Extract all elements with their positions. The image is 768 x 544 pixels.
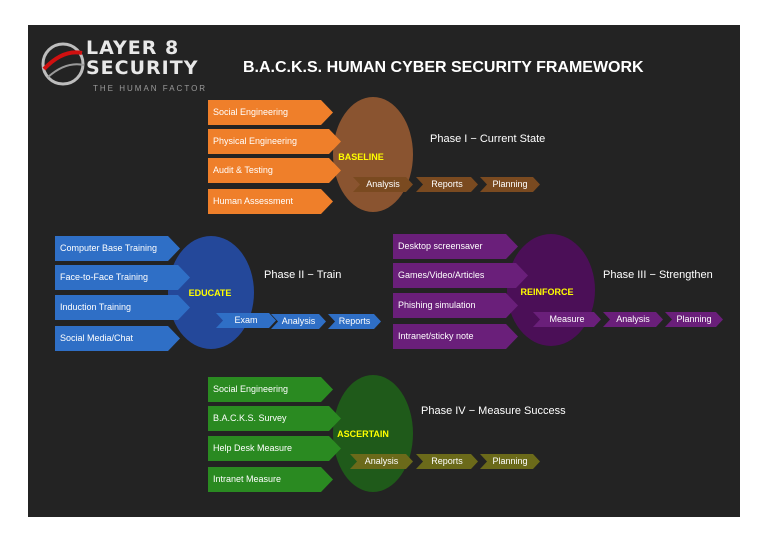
logo-mark-icon <box>41 42 85 86</box>
baseline-item: Human Assessment <box>208 189 333 214</box>
educate-item: Computer Base Training <box>55 236 180 261</box>
ascertain-step: Analysis <box>350 454 413 469</box>
educate-step: Exam <box>216 313 276 328</box>
baseline-hub <box>333 97 413 212</box>
logo: LAYER 8 SECURITY THE HUMAN FACTOR <box>38 37 205 102</box>
baseline-item: Social Engineering <box>208 100 333 125</box>
educate-item: Face-to-Face Training <box>55 265 190 290</box>
ascertain-item: Social Engineering <box>208 377 333 402</box>
reinforce-step: Planning <box>665 312 723 327</box>
reinforce-hub <box>507 234 595 346</box>
logo-line1: LAYER 8 <box>86 37 180 59</box>
ascertain-step: Planning <box>480 454 540 469</box>
baseline-hub-label: BASELINE <box>338 152 384 162</box>
educate-step: Analysis <box>271 314 326 329</box>
ascertain-item: Help Desk Measure <box>208 436 341 461</box>
ascertain-item: Intranet Measure <box>208 467 333 492</box>
baseline-step: Reports <box>416 177 478 192</box>
ascertain-item: B.A.C.K.S. Survey <box>208 406 341 431</box>
reinforce-item: Games/Video/Articles <box>393 263 528 288</box>
slide: LAYER 8 SECURITY THE HUMAN FACTOR B.A.C.… <box>28 25 740 517</box>
ascertain-hub <box>333 375 413 492</box>
educate-hub <box>168 236 254 349</box>
reinforce-phase: Phase III − Strengthen <box>603 269 713 281</box>
ascertain-phase: Phase IV − Measure Success <box>421 405 566 417</box>
logo-tagline: THE HUMAN FACTOR <box>93 84 208 93</box>
baseline-step: Analysis <box>353 177 413 192</box>
baseline-item: Audit & Testing <box>208 158 341 183</box>
educate-hub-label: EDUCATE <box>188 288 232 298</box>
reinforce-hub-label: REINFORCE <box>520 287 574 297</box>
reinforce-step: Analysis <box>603 312 663 327</box>
reinforce-item: Intranet/sticky note <box>393 324 518 349</box>
reinforce-item: Phishing simulation <box>393 293 518 318</box>
reinforce-item: Desktop screensaver <box>393 234 518 259</box>
ascertain-step: Reports <box>416 454 478 469</box>
baseline-phase: Phase I − Current State <box>430 133 546 145</box>
educate-item: Social Media/Chat <box>55 326 180 351</box>
baseline-step: Planning <box>480 177 540 192</box>
reinforce-step: Measure <box>533 312 601 327</box>
ascertain-hub-label: ASCERTAIN <box>337 429 389 439</box>
educate-step: Reports <box>328 314 381 329</box>
educate-item: Induction Training <box>55 295 190 320</box>
baseline-item: Physical Engineering <box>208 129 341 154</box>
logo-line2: SECURITY <box>86 57 199 79</box>
educate-phase: Phase II − Train <box>264 269 342 281</box>
page-title: B.A.C.K.S. HUMAN CYBER SECURITY FRAMEWOR… <box>243 59 644 76</box>
